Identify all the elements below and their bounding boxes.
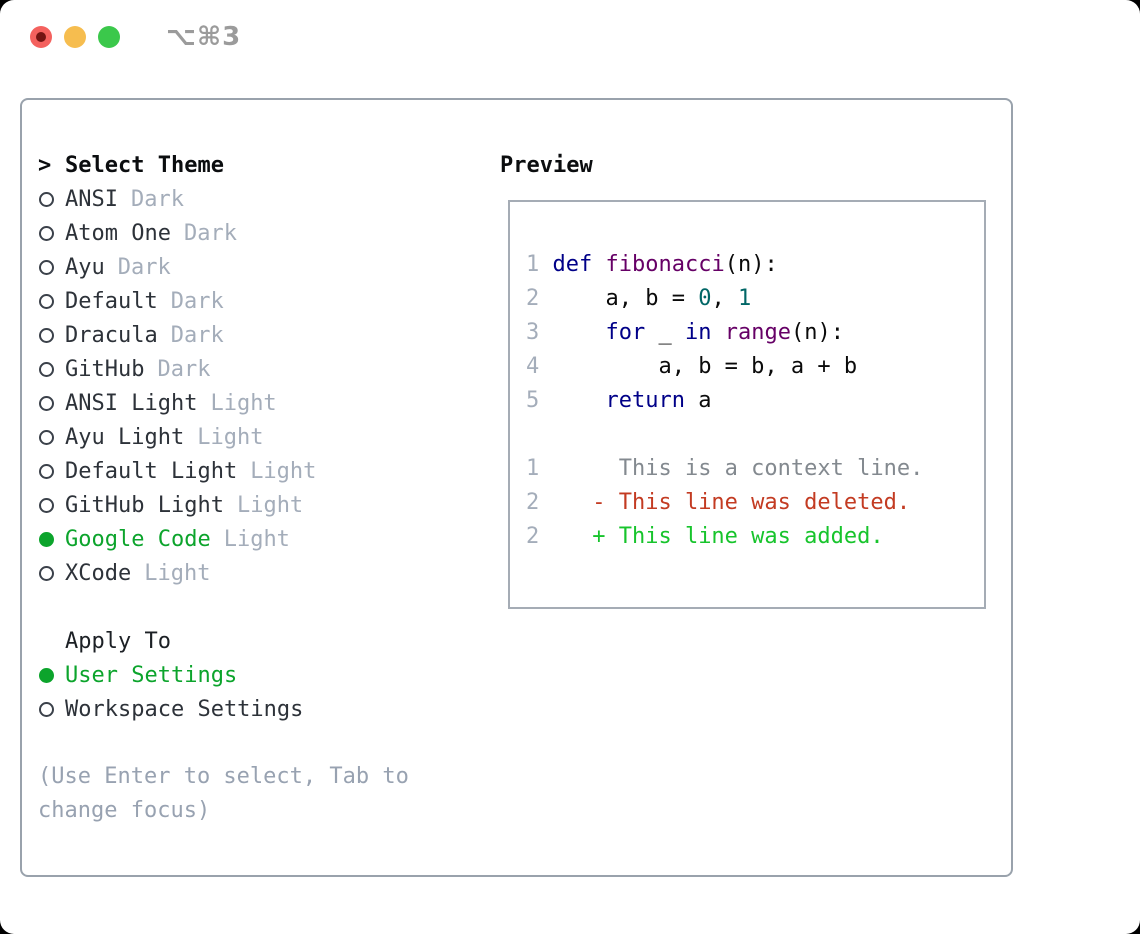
- code-line: 2 + This line was added.: [526, 524, 884, 549]
- code-line: 5 return a: [526, 388, 712, 413]
- theme-option-google-code[interactable]: Google Code Light: [38, 522, 478, 556]
- theme-option-ayu-light[interactable]: Ayu Light Light: [38, 420, 478, 454]
- code-line: 3 for _ in range(n):: [526, 320, 844, 345]
- preview-box: 1 def fibonacci(n): 2 a, b = 0, 1 3 for _ …: [508, 200, 986, 609]
- radio-icon: [39, 701, 54, 717]
- theme-picker-panel: > Select Theme ANSI Dark Atom One Dark A…: [20, 98, 1013, 877]
- radio-icon: [39, 327, 54, 343]
- theme-option-ansi-light[interactable]: ANSI Light Light: [38, 386, 478, 420]
- preview-header: Preview: [500, 152, 593, 178]
- theme-option-default-light[interactable]: Default Light Light: [38, 454, 478, 488]
- code-line: [526, 418, 984, 452]
- radio-icon: [39, 565, 54, 581]
- radio-icon: [39, 497, 54, 513]
- help-text-line1: (Use Enter to select, Tab to: [38, 764, 409, 789]
- theme-option-ansi-dark[interactable]: ANSI Dark: [38, 182, 478, 216]
- minimize-button-icon[interactable]: [64, 26, 86, 48]
- window-title: ⌥⌘3: [166, 22, 242, 52]
- code-line: 2 - This line was deleted.: [526, 490, 911, 515]
- radio-icon: [39, 429, 54, 445]
- radio-icon: [39, 463, 54, 479]
- code-preview: 1 def fibonacci(n): 2 a, b = 0, 1 3 for _ …: [510, 202, 984, 554]
- radio-icon: [39, 259, 54, 275]
- radio-selected-icon: [39, 531, 54, 547]
- theme-option-dracula-dark[interactable]: Dracula Dark: [38, 318, 478, 352]
- theme-option-xcode[interactable]: XCode Light: [38, 556, 478, 590]
- code-line: 4 a, b = b, a + b: [526, 354, 858, 379]
- radio-icon: [39, 395, 54, 411]
- theme-option-github-dark[interactable]: GitHub Dark: [38, 352, 478, 386]
- cursor-arrow-icon: >: [38, 152, 52, 178]
- titlebar: ⌥⌘3: [0, 0, 1140, 70]
- apply-to-option-user-settings[interactable]: User Settings: [38, 658, 478, 692]
- radio-icon: [39, 293, 54, 309]
- help-text-line2: change focus): [38, 798, 211, 823]
- spacer: [38, 726, 478, 760]
- theme-option-ayu-dark[interactable]: Ayu Dark: [38, 250, 478, 284]
- theme-list: > Select Theme ANSI Dark Atom One Dark A…: [38, 148, 478, 828]
- select-theme-label: Select Theme: [65, 152, 224, 178]
- radio-selected-icon: [39, 667, 54, 683]
- close-button-icon[interactable]: [30, 26, 52, 48]
- spacer: [38, 590, 478, 624]
- radio-icon: [39, 361, 54, 377]
- code-line: 1 This is a context line.: [526, 456, 924, 481]
- select-theme-header: > Select Theme: [38, 148, 478, 182]
- apply-to-option-workspace-settings[interactable]: Workspace Settings: [38, 692, 478, 726]
- theme-option-atom-one-dark[interactable]: Atom One Dark: [38, 216, 478, 250]
- apply-to-header: Apply To: [38, 624, 478, 658]
- theme-option-default-dark[interactable]: Default Dark: [38, 284, 478, 318]
- radio-icon: [39, 225, 54, 241]
- radio-icon: [39, 191, 54, 207]
- code-line: 1 def fibonacci(n):: [526, 252, 778, 277]
- zoom-button-icon[interactable]: [98, 26, 120, 48]
- theme-option-github-light[interactable]: GitHub Light Light: [38, 488, 478, 522]
- apply-to-label: Apply To: [65, 628, 171, 654]
- code-line: 2 a, b = 0, 1: [526, 286, 752, 311]
